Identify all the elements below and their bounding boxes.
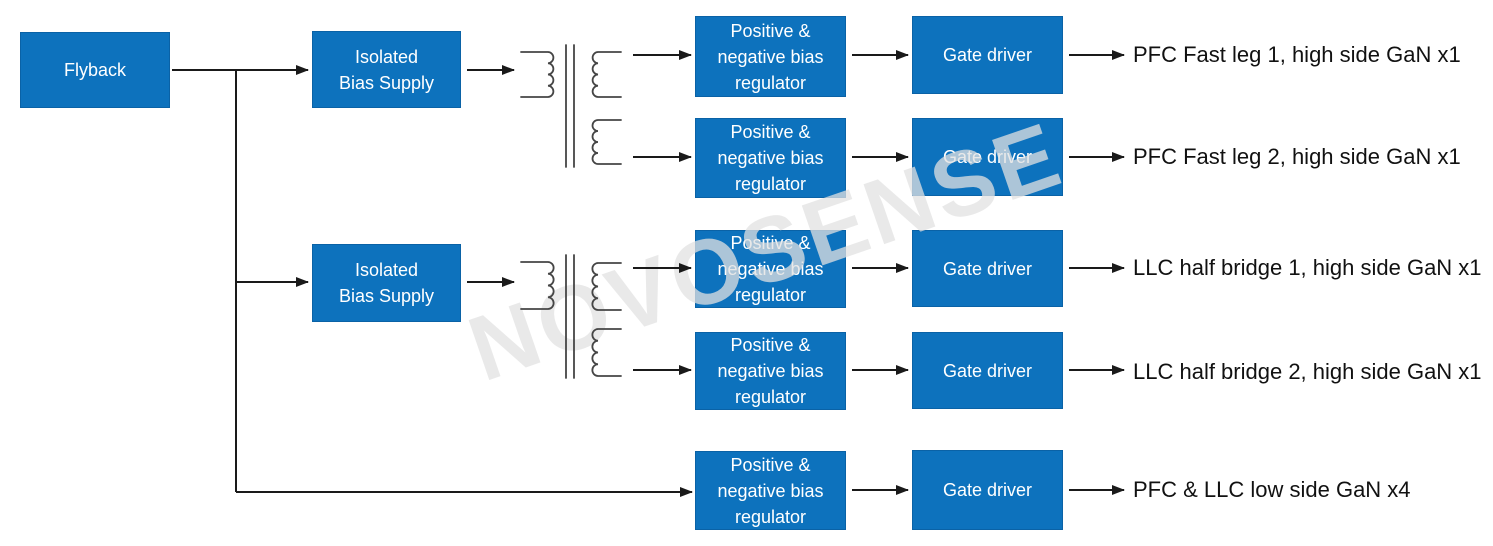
gate-driver-box-2: Gate driver bbox=[912, 118, 1063, 196]
bias-regulator-box-2: Positive & negative bias regulator bbox=[695, 118, 846, 198]
isolated-bias-supply-label-line2: Bias Supply bbox=[338, 72, 435, 93]
bias-regulator-label-line3: regulator bbox=[734, 174, 807, 194]
transformer-icon-2 bbox=[520, 254, 622, 379]
transformer1-secondary-coil-2 bbox=[591, 119, 622, 165]
bias-regulator-label-line2: negative bias bbox=[717, 480, 824, 501]
bias-regulator-label-line2: negative bias bbox=[717, 46, 824, 67]
isolated-bias-supply-box-2: Isolated Bias Supply bbox=[312, 244, 461, 322]
bias-regulator-label-line1: Positive & bbox=[730, 122, 811, 142]
bias-regulator-label-line1: Positive & bbox=[730, 233, 811, 253]
bias-regulator-label-line3: regulator bbox=[734, 72, 807, 93]
bias-regulator-box-3: Positive & negative bias regulator bbox=[695, 230, 846, 308]
transformer1-core bbox=[565, 44, 575, 168]
transformer2-secondary-coil-2 bbox=[591, 328, 622, 377]
transformer2-core bbox=[565, 254, 575, 379]
isolated-bias-supply-label-line1: Isolated bbox=[354, 46, 419, 67]
bias-regulator-label-line1: Positive & bbox=[730, 20, 811, 41]
flyback-box: Flyback bbox=[20, 32, 170, 108]
gate-driver-label: Gate driver bbox=[942, 480, 1033, 500]
gate-driver-label: Gate driver bbox=[942, 258, 1033, 279]
bias-regulator-box-1: Positive & negative bias regulator bbox=[695, 16, 846, 97]
transformer-icon-1 bbox=[520, 44, 622, 168]
bias-regulator-box-5: Positive & negative bias regulator bbox=[695, 451, 846, 530]
gate-driver-label: Gate driver bbox=[942, 147, 1033, 167]
bias-regulator-box-4: Positive & negative bias regulator bbox=[695, 332, 846, 410]
transformer2-secondary-coil-1 bbox=[591, 262, 622, 311]
bias-regulator-label-line1: Positive & bbox=[730, 335, 811, 355]
transformer1-secondary-coil-1 bbox=[591, 51, 622, 98]
output-label-3: LLC half bridge 1, high side GaN x1 bbox=[1133, 255, 1482, 280]
isolated-bias-supply-box-1: Isolated Bias Supply bbox=[312, 31, 461, 108]
output-label-2: PFC Fast leg 2, high side GaN x1 bbox=[1133, 144, 1461, 169]
output-label-5: PFC & LLC low side GaN x4 bbox=[1133, 477, 1411, 502]
gate-driver-label: Gate driver bbox=[942, 45, 1033, 65]
flyback-label: Flyback bbox=[63, 60, 126, 80]
isolated-bias-supply-label-line2: Bias Supply bbox=[338, 286, 435, 306]
isolated-bias-supply-label-line1: Isolated bbox=[354, 260, 419, 280]
bias-regulator-label-line1: Positive & bbox=[730, 454, 811, 475]
output-label-1: PFC Fast leg 1, high side GaN x1 bbox=[1133, 42, 1461, 67]
bias-regulator-label-line3: regulator bbox=[734, 506, 807, 527]
output-label-4: LLC half bridge 2, high side GaN x1 bbox=[1133, 359, 1482, 384]
gate-driver-box-5: Gate driver bbox=[912, 450, 1063, 530]
bias-regulator-label-line2: negative bias bbox=[717, 148, 824, 168]
bias-regulator-label-line2: negative bias bbox=[717, 361, 824, 381]
gate-driver-label: Gate driver bbox=[942, 360, 1033, 381]
bias-regulator-label-line3: regulator bbox=[734, 285, 807, 305]
bias-regulator-label-line3: regulator bbox=[734, 387, 807, 407]
transformer1-primary-coil bbox=[520, 51, 555, 98]
gate-driver-box-3: Gate driver bbox=[912, 230, 1063, 307]
gate-driver-box-1: Gate driver bbox=[912, 16, 1063, 94]
gate-driver-box-4: Gate driver bbox=[912, 332, 1063, 409]
bias-regulator-label-line2: negative bias bbox=[717, 259, 824, 279]
transformer2-primary-coil bbox=[520, 261, 555, 310]
